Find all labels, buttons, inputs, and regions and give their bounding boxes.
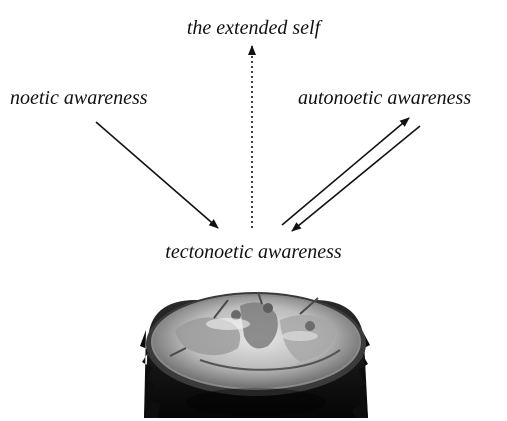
- label-noetic-awareness: noetic awareness: [10, 87, 148, 109]
- arrow-autonoetic-to-tectonoetic: [291, 125, 421, 232]
- arrow-tectonoetic-to-autonoetic: [281, 117, 410, 226]
- label-tectonoetic-awareness: tectonoetic awareness: [165, 241, 342, 263]
- arrow-noetic-to-tectonoetic: [95, 121, 219, 229]
- label-extended-self: the extended self: [186, 17, 321, 39]
- label-autonoetic-awareness: autonoetic awareness: [298, 87, 472, 109]
- seal-ring-image: [140, 291, 370, 418]
